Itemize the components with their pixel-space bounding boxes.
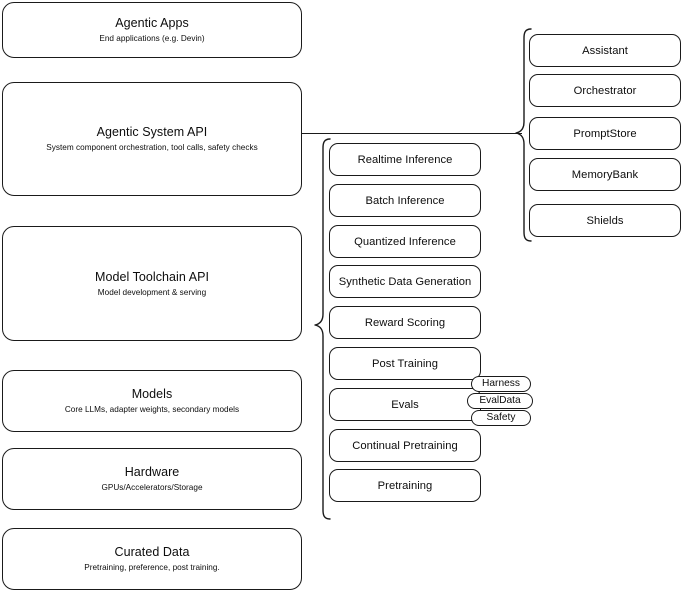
system-components-brace: [515, 28, 532, 242]
node-label: Reward Scoring: [364, 316, 446, 329]
node-label: Shields: [586, 214, 624, 227]
toolchain-brace: [314, 138, 331, 520]
node-synthetic-data-generation[interactable]: Synthetic Data Generation: [329, 265, 481, 298]
node-reward-scoring[interactable]: Reward Scoring: [329, 306, 481, 339]
layer-title: Agentic System API: [96, 125, 208, 139]
node-label: Synthetic Data Generation: [338, 275, 472, 288]
node-label: Assistant: [582, 44, 628, 57]
layer-subtitle: End applications (e.g. Devin): [99, 34, 205, 43]
layer-title: Curated Data: [114, 545, 190, 559]
layer-subtitle: Pretraining, preference, post training.: [84, 563, 220, 572]
node-label: Continual Pretraining: [352, 439, 458, 452]
node-label: Quantized Inference: [354, 235, 456, 248]
node-pretraining[interactable]: Pretraining: [329, 469, 481, 502]
node-assistant[interactable]: Assistant: [529, 34, 681, 67]
layer-subtitle: Model development & serving: [97, 287, 207, 297]
node-label: MemoryBank: [571, 168, 639, 181]
pill-harness[interactable]: Harness: [471, 376, 531, 392]
layer-model-toolchain-api[interactable]: Model Toolchain API Model development & …: [2, 226, 302, 341]
node-continual-pretraining[interactable]: Continual Pretraining: [329, 429, 481, 462]
node-realtime-inference[interactable]: Realtime Inference: [329, 143, 481, 176]
layer-subtitle: Core LLMs, adapter weights, secondary mo…: [64, 405, 240, 414]
layer-subtitle: GPUs/Accelerators/Storage: [101, 483, 203, 492]
node-label: Batch Inference: [365, 194, 445, 207]
layer-curated-data[interactable]: Curated Data Pretraining, preference, po…: [2, 528, 302, 590]
layer-models[interactable]: Models Core LLMs, adapter weights, secon…: [2, 370, 302, 432]
node-batch-inference[interactable]: Batch Inference: [329, 184, 481, 217]
node-label: Realtime Inference: [357, 153, 453, 166]
node-post-training[interactable]: Post Training: [329, 347, 481, 380]
pill-safety[interactable]: Safety: [471, 410, 531, 426]
node-promptstore[interactable]: PromptStore: [529, 117, 681, 150]
node-label: PromptStore: [573, 127, 637, 140]
layer-hardware[interactable]: Hardware GPUs/Accelerators/Storage: [2, 448, 302, 510]
node-label: Orchestrator: [573, 84, 637, 97]
layer-agentic-apps[interactable]: Agentic Apps End applications (e.g. Devi…: [2, 2, 302, 58]
pill-evaldata[interactable]: EvalData: [467, 393, 533, 409]
layer-title: Hardware: [124, 465, 180, 479]
layer-subtitle: System component orchestration, tool cal…: [46, 143, 258, 152]
node-label: Evals: [391, 398, 419, 411]
layer-title: Agentic Apps: [115, 16, 189, 30]
layer-title: Models: [131, 387, 173, 401]
node-memorybank[interactable]: MemoryBank: [529, 158, 681, 191]
node-orchestrator[interactable]: Orchestrator: [529, 74, 681, 107]
connector-system-api-to-components: [302, 132, 522, 134]
layer-agentic-system-api[interactable]: Agentic System API System component orch…: [2, 82, 302, 196]
node-evals[interactable]: Evals: [329, 388, 481, 421]
node-quantized-inference[interactable]: Quantized Inference: [329, 225, 481, 258]
node-label: Pretraining: [377, 479, 433, 492]
node-shields[interactable]: Shields: [529, 204, 681, 237]
layer-title: Model Toolchain API: [95, 269, 209, 284]
node-label: Post Training: [372, 357, 438, 370]
